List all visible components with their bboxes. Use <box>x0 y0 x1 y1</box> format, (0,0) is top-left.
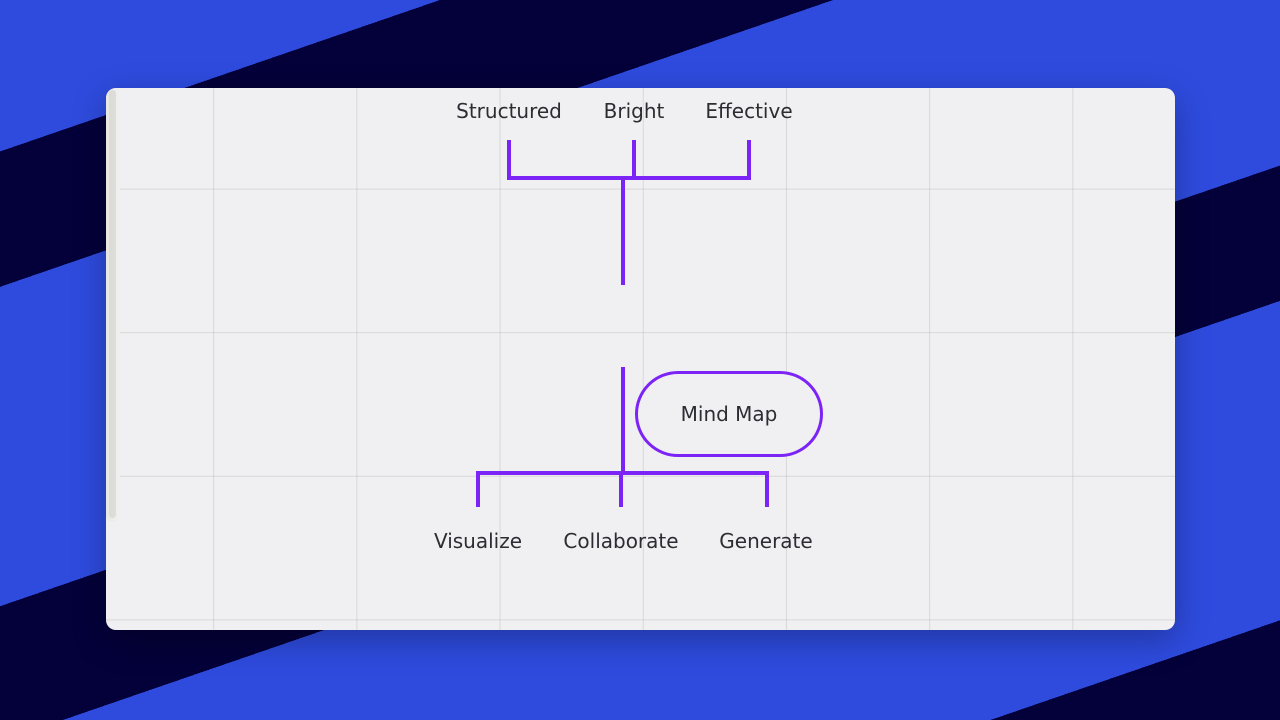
node-label-effective[interactable]: Effective <box>705 99 793 123</box>
node-label-bright[interactable]: Bright <box>603 99 665 123</box>
node-label-structured[interactable]: Structured <box>456 99 562 123</box>
vertical-scrollbar-thumb[interactable] <box>109 90 116 518</box>
mind-map-canvas-panel[interactable]: Mind Map Structured Bright Effective Vis… <box>106 88 1175 630</box>
vertical-scrollbar-track[interactable] <box>106 88 120 522</box>
node-label-generate[interactable]: Generate <box>719 529 813 553</box>
root-node-label: Mind Map <box>680 402 778 426</box>
mind-map-connectors <box>476 140 769 507</box>
node-label-collaborate[interactable]: Collaborate <box>563 529 679 553</box>
node-label-visualize[interactable]: Visualize <box>433 529 523 553</box>
root-node-mind-map[interactable]: Mind Map <box>635 371 823 457</box>
